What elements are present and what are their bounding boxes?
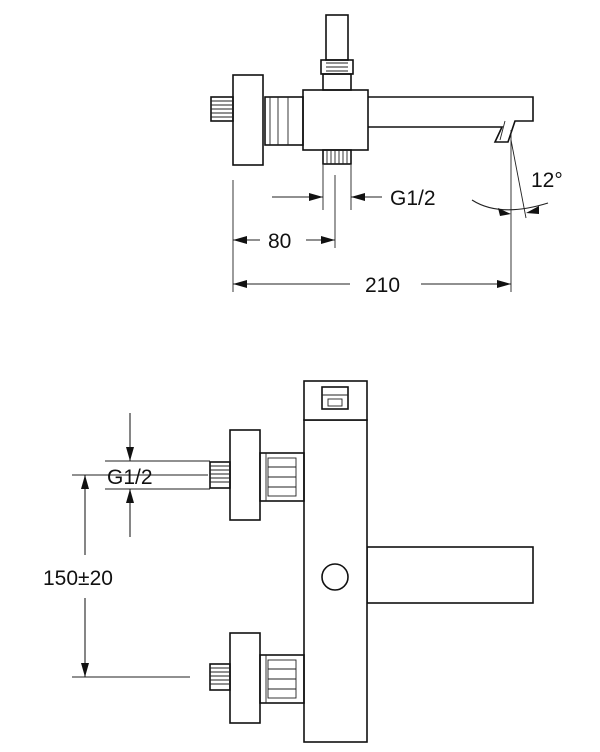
center-distance-dimension: 150±20	[43, 475, 113, 677]
inlet-thread-top	[210, 96, 234, 122]
upper-inlet	[209, 429, 305, 521]
dim-210-label: 210	[365, 274, 400, 297]
dim-80-label: 80	[268, 230, 291, 253]
spout-front	[366, 546, 534, 604]
connector-top	[264, 96, 304, 146]
ext-line-angle	[510, 139, 527, 219]
outlet-thread-top	[322, 149, 352, 165]
valve-body-front	[303, 419, 368, 743]
angle-label: 12°	[531, 169, 563, 192]
thread-label-top: G1/2	[390, 187, 436, 210]
center-distance-label: 150±20	[43, 567, 113, 590]
lower-inlet	[209, 632, 305, 724]
spout-top	[368, 96, 534, 143]
thread-dimension-top: G1/2	[272, 187, 436, 210]
thread-label-front: G1/2	[107, 466, 153, 489]
thread-dimension-front: G1/2	[107, 413, 153, 537]
front-view: G1/2 150±20	[43, 380, 534, 743]
diverter-knob	[320, 14, 354, 91]
diverter-block	[303, 380, 368, 421]
dimension-210: 210	[233, 274, 511, 297]
wall-flange-top	[232, 74, 264, 166]
dimension-80: 80	[233, 230, 335, 253]
control-knob	[321, 563, 349, 591]
valve-body-top	[302, 89, 369, 151]
angle-dimension: 12°	[471, 169, 563, 216]
top-view: G1/2 80 210 12°	[210, 14, 563, 297]
